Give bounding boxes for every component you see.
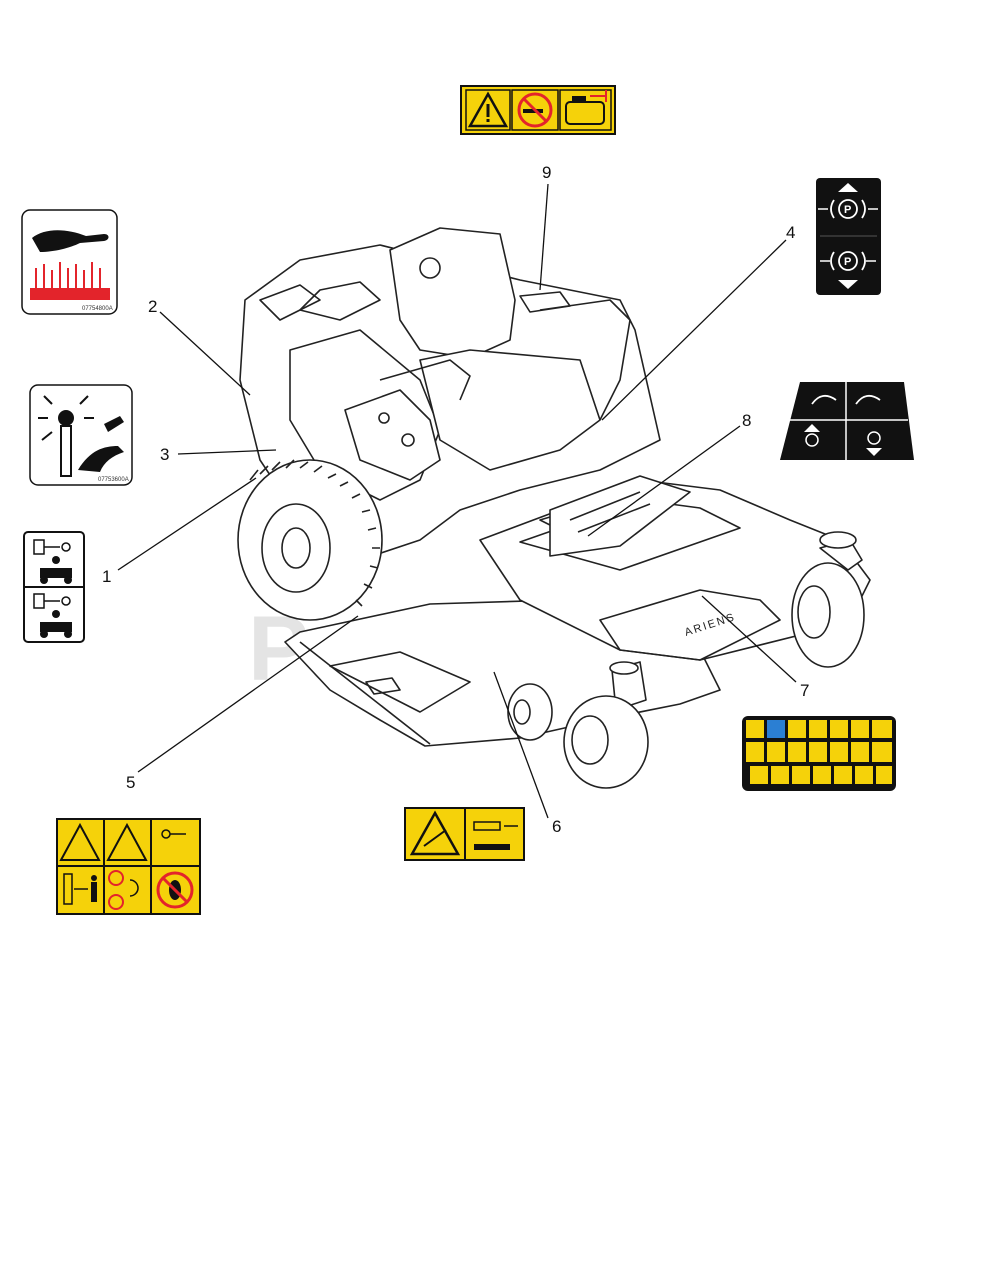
callout-number-7: 7 — [800, 681, 809, 700]
callout-number-2: 2 — [148, 297, 157, 316]
zero-turn-mower-drawing: ARIENS — [237, 227, 871, 789]
deflector-icon — [473, 821, 518, 850]
fuel-can-icon — [565, 90, 607, 125]
operator-presence-decal[interactable] — [23, 531, 85, 643]
no-hands-icon — [108, 870, 139, 910]
callout-number-3: 3 — [160, 445, 169, 464]
rider-mower-icon — [40, 556, 72, 584]
foot-plate — [549, 475, 691, 557]
parking-p-icon: P — [820, 251, 876, 271]
entanglement-decal-code: 07753600A — [98, 477, 129, 483]
callout-number-9: 9 — [542, 163, 551, 182]
front-caster-left — [563, 661, 649, 789]
person-distance-icon — [63, 873, 97, 905]
parking-p-icon: P — [818, 199, 878, 219]
hot-surface-decal[interactable]: 07754800A — [21, 209, 118, 315]
callout-leader-7 — [701, 595, 797, 683]
heat-waves-icon — [30, 262, 110, 300]
control-lever-decal[interactable] — [780, 382, 914, 460]
safety-icon-row — [750, 766, 892, 784]
no-smoking-icon — [517, 92, 553, 128]
discharge-warning-decal[interactable] — [404, 807, 525, 861]
rider-mower-icon — [40, 610, 72, 638]
safety-decal-panel[interactable] — [742, 716, 896, 791]
rotate-icon — [804, 394, 882, 456]
fuel-warning-decal[interactable] — [460, 85, 616, 135]
callout-leader-2 — [159, 311, 251, 396]
key-icon — [161, 829, 186, 839]
hot-surface-decal-code: 07754800A — [82, 306, 113, 312]
callout-leader-1 — [117, 477, 257, 571]
parking-brake-decal[interactable]: P P — [816, 178, 881, 295]
lever-icon — [33, 593, 71, 609]
hand-icon — [78, 416, 124, 472]
warning-triangle-icon — [467, 91, 509, 128]
deck-roller — [507, 683, 553, 741]
warning-triangle-icon — [59, 822, 148, 861]
rotating-shaft-icon — [38, 395, 94, 477]
callout-number-1: 1 — [102, 567, 111, 586]
callout-leader-9 — [539, 183, 549, 291]
callout-leader-5 — [137, 615, 359, 773]
front-caster-right — [791, 531, 865, 668]
warning-triangle-icon — [409, 810, 461, 856]
hand-icon — [32, 230, 109, 252]
rear-tire — [237, 459, 383, 621]
callout-number-5: 5 — [126, 773, 135, 792]
safety-icon-row — [746, 742, 892, 762]
lever-icon — [33, 539, 71, 555]
operator-seat[interactable] — [389, 227, 601, 471]
callout-leader-6 — [493, 671, 549, 819]
control-levers[interactable] — [379, 291, 631, 421]
deck-warning-decal[interactable] — [56, 818, 201, 915]
callout-leader-8 — [587, 425, 741, 537]
callout-number-4: 4 — [786, 223, 795, 242]
entanglement-decal[interactable]: 07753600A — [29, 384, 133, 486]
callout-leader-3 — [177, 449, 277, 455]
svg-text:P: P — [844, 256, 851, 268]
callout-number-8: 8 — [742, 411, 751, 430]
control-panel — [344, 389, 441, 481]
callout-leader-4 — [601, 239, 787, 421]
no-feet-icon — [156, 871, 194, 909]
svg-text:P: P — [844, 204, 851, 216]
callout-number-6: 6 — [552, 817, 561, 836]
safety-icon-row — [746, 720, 892, 738]
